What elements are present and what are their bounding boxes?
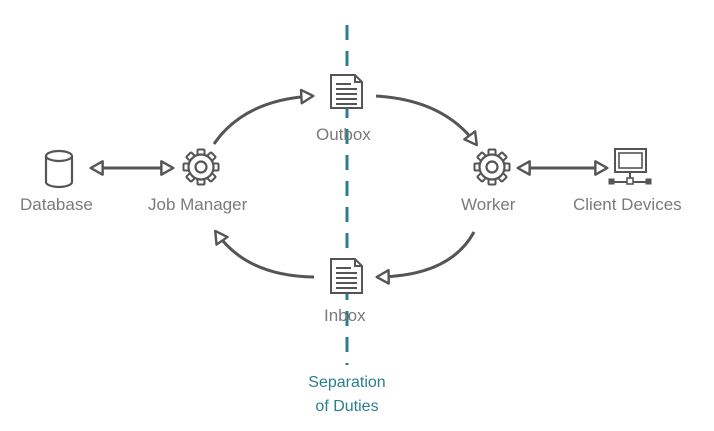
outbox-label: Outbox: [316, 125, 371, 144]
job-manager-label: Job Manager: [148, 195, 248, 214]
separation-label-line1: Separation: [308, 374, 386, 391]
inbox-document-icon: [330, 258, 363, 294]
database-icon: [44, 149, 74, 189]
client-devices-icon: [608, 148, 652, 185]
outbox-document-icon: [330, 74, 363, 109]
worker-label: Worker: [461, 195, 516, 214]
edge-inbox-to-job-manager: [214, 229, 315, 279]
worker-gear-icon: [473, 148, 511, 186]
separation-label-line2: of Duties: [315, 398, 379, 415]
job-manager-gear-icon: [182, 148, 220, 186]
separation-of-duties-label: Separation of Duties: [287, 371, 407, 419]
edge-outbox-to-worker: [375, 94, 478, 147]
edge-worker-to-inbox: [375, 231, 476, 285]
edge-job-manager-to-outbox: [212, 88, 315, 145]
database-label: Database: [20, 195, 93, 214]
client-devices-label: Client Devices: [573, 195, 682, 214]
inbox-label: Inbox: [324, 306, 366, 325]
